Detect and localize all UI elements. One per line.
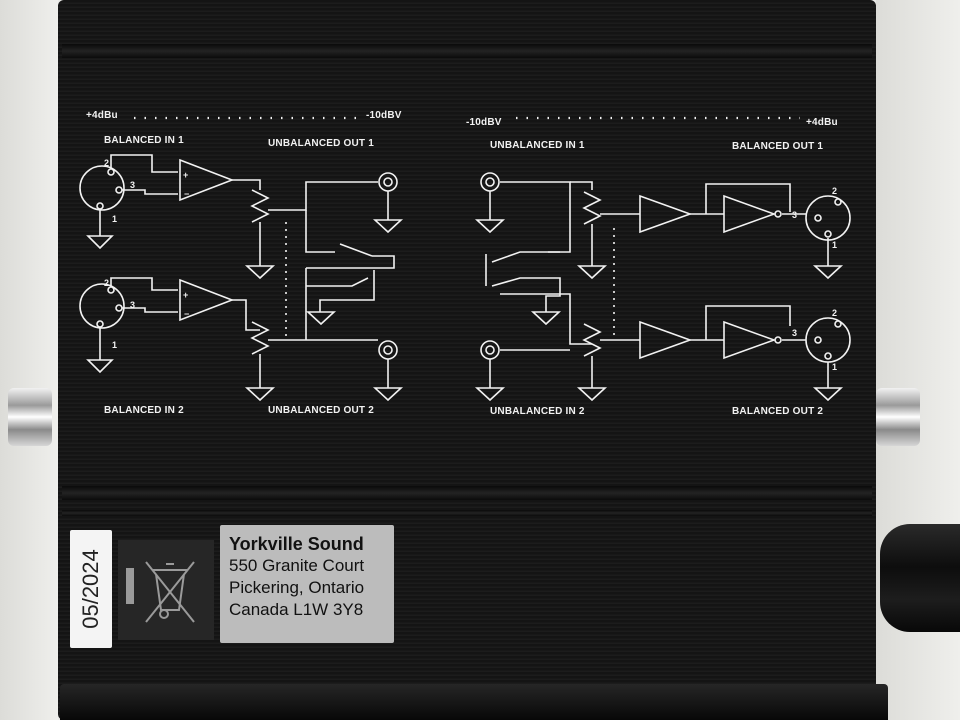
address-line-country-postal: Canada L1W 3Y8 xyxy=(229,600,364,619)
level-label-minus10-left: -10dBV xyxy=(366,110,402,121)
level-label-plus4-right: +4dBu xyxy=(806,117,838,128)
crossed-out-wheelie-bin-icon xyxy=(126,561,195,623)
unbalanced-in-1-label: UNBALANCED IN 1 xyxy=(490,140,585,151)
svg-text:+: + xyxy=(183,170,188,180)
address-line-street: 550 Granite Court xyxy=(229,556,365,575)
address-line-city: Pickering, Ontario xyxy=(229,578,365,597)
left-chrome-screw xyxy=(8,388,52,446)
svg-text:2: 2 xyxy=(832,308,837,318)
balanced-out-2-label: BALANCED OUT 2 xyxy=(732,406,824,417)
balanced-out-1-label: BALANCED OUT 1 xyxy=(732,141,824,152)
unbalanced-in-2-circuit xyxy=(474,305,851,402)
svg-text:3: 3 xyxy=(130,300,135,310)
level-label-minus10-right: -10dBV xyxy=(466,117,502,128)
svg-text:2: 2 xyxy=(104,158,109,168)
chassis-rib-top xyxy=(62,44,872,58)
unbalanced-in-2-label: UNBALANCED IN 2 xyxy=(490,406,585,417)
svg-text:3: 3 xyxy=(130,180,135,190)
date-text: 05/2024 xyxy=(78,549,103,629)
balanced-in-2-label: BALANCED IN 2 xyxy=(104,405,184,416)
svg-text:3: 3 xyxy=(792,210,797,220)
unbalanced-in-1-circuit xyxy=(474,172,851,280)
svg-text:−: − xyxy=(184,189,189,199)
right-chrome-screw xyxy=(876,388,920,446)
unbalanced-out-switch-jacks xyxy=(305,210,395,340)
address-line-company: Yorkville Sound xyxy=(229,534,364,554)
chassis-rib-middle xyxy=(62,486,872,500)
svg-text:1: 1 xyxy=(832,362,837,372)
date-sticker: 05/2024 xyxy=(70,530,112,648)
svg-text:2: 2 xyxy=(832,186,837,196)
svg-text:−: − xyxy=(184,309,189,319)
unbalanced-out-2-label: UNBALANCED OUT 2 xyxy=(268,405,374,416)
svg-text:+: + xyxy=(183,290,188,300)
weee-label xyxy=(118,540,214,640)
background-wall-left xyxy=(0,0,58,720)
balanced-in-1-label: BALANCED IN 1 xyxy=(104,135,184,146)
unbalanced-in-switch-jacks xyxy=(485,251,592,345)
chassis-bottom-edge xyxy=(60,684,888,720)
balanced-in-1-circuit xyxy=(79,154,404,280)
svg-text:1: 1 xyxy=(112,340,117,350)
svg-text:1: 1 xyxy=(112,214,117,224)
svg-text:3: 3 xyxy=(792,328,797,338)
chassis-rib-lower xyxy=(62,510,872,516)
unbalanced-out-1-label: UNBALANCED OUT 1 xyxy=(268,138,374,149)
svg-text:2: 2 xyxy=(104,278,109,288)
black-cable xyxy=(880,524,960,632)
svg-text:1: 1 xyxy=(832,240,837,250)
balanced-in-2-circuit xyxy=(79,277,404,402)
level-label-plus4-left: +4dBu xyxy=(86,110,118,121)
manufacturer-address-label: Yorkville Sound 550 Granite Court Picker… xyxy=(220,525,394,643)
